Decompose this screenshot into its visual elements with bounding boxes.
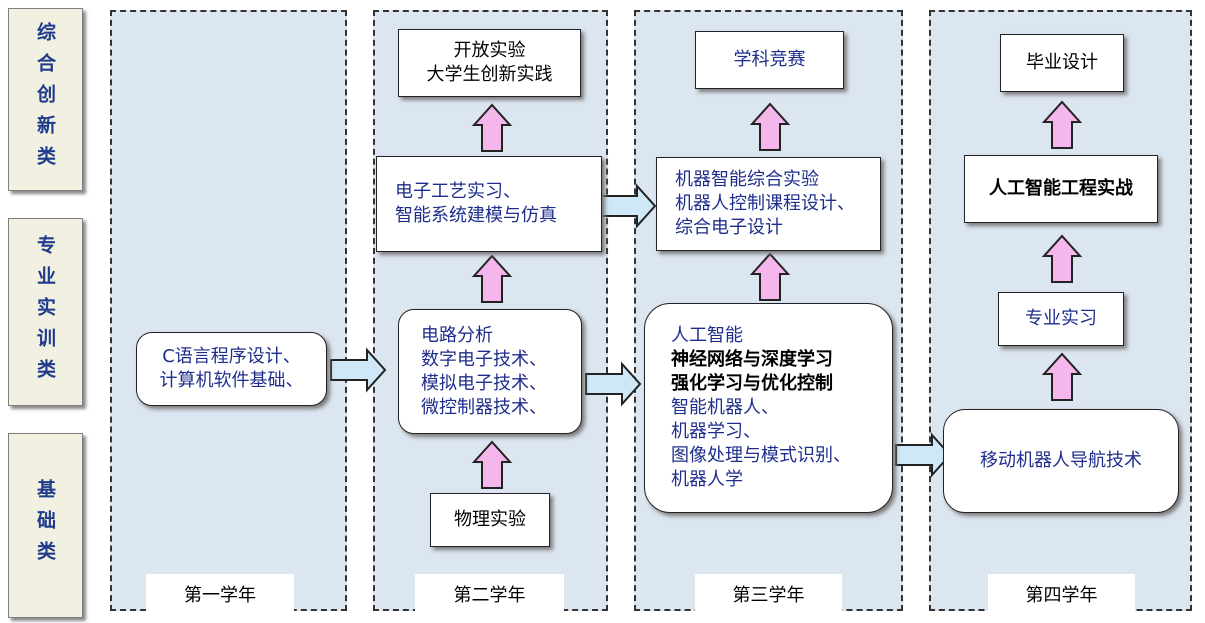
up-arrow-icon (473, 255, 511, 303)
box-line: 大学生创新实践 (426, 64, 553, 85)
year-4-label: 第四学年 (988, 574, 1135, 613)
box-line: 专业实习 (1025, 308, 1097, 329)
competition-box: 学科竞赛 (695, 31, 844, 89)
year-2-label: 第二学年 (415, 574, 564, 613)
box-line: C语言程序设计、 (162, 346, 301, 367)
box-line: 微控制器技术、 (421, 396, 547, 418)
mobile-robot-navigation-box: 移动机器人导航技术 (943, 409, 1179, 513)
year-1-label: 第一学年 (146, 574, 294, 613)
box-line: 综合电子设计 (675, 217, 783, 238)
circuit-analysis-box: 电路分析 数字电子技术、 模拟电子技术、 微控制器技术、 (398, 309, 582, 434)
up-arrow-icon (473, 441, 511, 489)
right-arrow-icon (895, 434, 951, 476)
box-line: 机器人学 (671, 469, 743, 490)
up-arrow-icon (1043, 235, 1081, 283)
category-innovation-label: 综合创新类 (34, 22, 56, 177)
category-innovation: 综合创新类 (8, 8, 83, 191)
physics-experiment-box: 物理实验 (430, 493, 550, 547)
box-line: 强化学习与优化控制 (671, 373, 833, 394)
category-foundation: 基础类 (8, 433, 83, 618)
c-programming-box: C语言程序设计、 计算机软件基础、 (136, 332, 327, 406)
box-line: 神经网络与深度学习 (671, 349, 833, 370)
open-experiment-box: 开放实验 大学生创新实践 (398, 29, 581, 97)
right-arrow-icon (330, 349, 386, 391)
box-line: 智能系统建模与仿真 (395, 205, 557, 226)
box-line: 学科竞赛 (733, 49, 806, 70)
box-line: 机器人控制课程设计、 (675, 193, 855, 214)
category-practical-training-label: 专业实训类 (34, 234, 56, 390)
ai-engineering-box: 人工智能工程实战 (964, 155, 1158, 223)
box-line: 图像处理与模式识别、 (671, 445, 851, 466)
right-arrow-icon (585, 363, 641, 405)
box-line: 模拟电子技术、 (421, 372, 547, 394)
box-line: 开放实验 (453, 40, 526, 61)
box-line: 物理实验 (454, 509, 526, 530)
up-arrow-icon (1043, 101, 1081, 149)
ai-courses-box: 人工智能 神经网络与深度学习 强化学习与优化控制 智能机器人、 机器学习、 图像… (644, 303, 893, 513)
internship-box: 专业实习 (998, 292, 1124, 346)
machine-intelligence-box: 机器智能综合实验 机器人控制课程设计、 综合电子设计 (656, 157, 881, 251)
electronics-practice-box: 电子工艺实习、 智能系统建模与仿真 (376, 156, 602, 252)
up-arrow-icon (473, 104, 511, 152)
up-arrow-icon (1043, 353, 1081, 401)
right-arrow-icon (600, 185, 656, 227)
up-arrow-icon (751, 253, 789, 301)
box-line: 机器学习、 (671, 421, 761, 442)
box-line: 计算机软件基础、 (159, 370, 304, 391)
up-arrow-icon (751, 103, 789, 151)
graduation-design-box: 毕业设计 (1000, 34, 1124, 92)
box-line: 数字电子技术、 (421, 348, 547, 370)
box-line: 机器智能综合实验 (675, 169, 819, 190)
box-line: 毕业设计 (1026, 52, 1098, 73)
box-line: 人工智能工程实战 (989, 178, 1133, 199)
box-line: 电子工艺实习、 (395, 181, 521, 202)
box-line: 智能机器人、 (671, 397, 779, 418)
category-practical-training: 专业实训类 (8, 218, 83, 406)
category-foundation-label: 基础类 (34, 479, 56, 572)
box-line: 人工智能 (671, 325, 743, 346)
year-3-label: 第三学年 (695, 574, 842, 613)
box-line: 电路分析 (421, 324, 493, 346)
box-line: 移动机器人导航技术 (980, 450, 1142, 471)
